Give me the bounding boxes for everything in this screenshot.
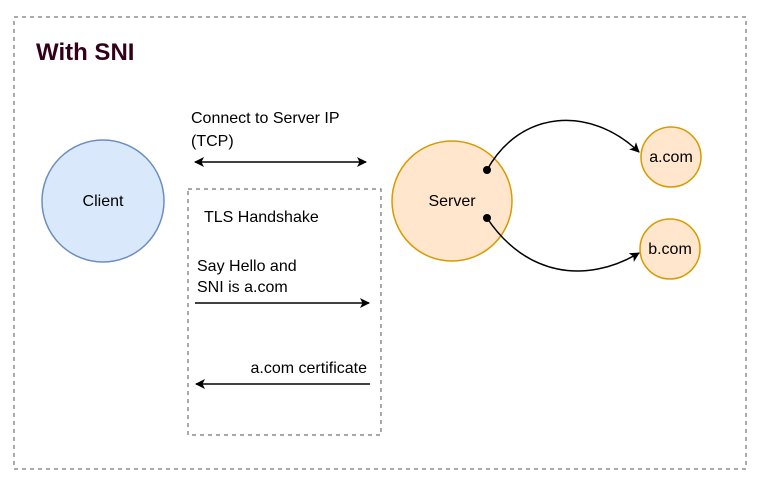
- client-label: Client: [83, 193, 124, 210]
- server-to-a-com-arrow: [486, 119, 640, 171]
- server-node: [391, 140, 513, 262]
- server-to-b-com-arrow: [486, 217, 640, 272]
- tcp-label-line1: Connect to Server IP: [191, 110, 340, 127]
- b-com-label: b.com: [648, 241, 692, 258]
- a-com-label: a.com: [649, 149, 693, 166]
- say-hello-label: Say Hello and: [197, 258, 297, 275]
- tcp-label-line2: (TCP): [191, 133, 234, 150]
- certificate-label: a.com certificate: [251, 360, 368, 377]
- server-to-a-com-start-dot: [483, 166, 491, 174]
- server-label: Server: [428, 193, 476, 210]
- a-com-node: [640, 126, 702, 188]
- tls-handshake-label: TLS Handshake: [204, 209, 319, 226]
- b-com-node: [639, 218, 701, 280]
- server-to-b-com-start-dot: [483, 214, 491, 222]
- sni-label: SNI is a.com: [197, 279, 288, 296]
- tls-handshake-box: [187, 188, 382, 436]
- client-node: [41, 139, 165, 263]
- diagram-title: With SNI: [36, 39, 134, 66]
